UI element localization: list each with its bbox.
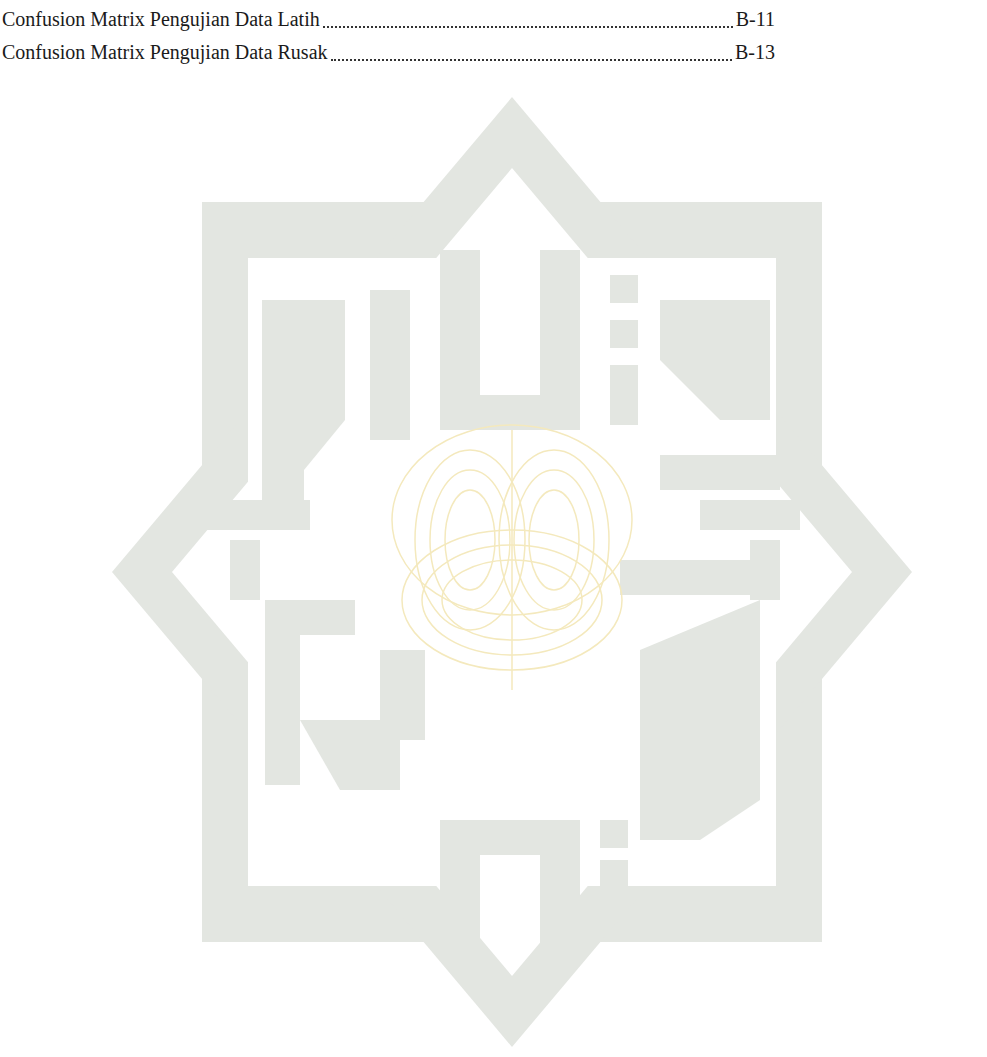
entry-title: Confusion Matrix Pengujian Data Rusak [2, 41, 328, 64]
dot-leader [323, 26, 733, 28]
page-number: B-13 [735, 41, 775, 64]
toc-entry: Confusion Matrix Pengujian Data Rusak B-1… [2, 41, 775, 67]
entry-title: Confusion Matrix Pengujian Data Latih [2, 8, 320, 31]
page-number: B-11 [736, 8, 775, 31]
dot-leader [331, 59, 732, 61]
toc-entry: Confusion Matrix Pengujian Data Latih B-1… [2, 8, 775, 34]
